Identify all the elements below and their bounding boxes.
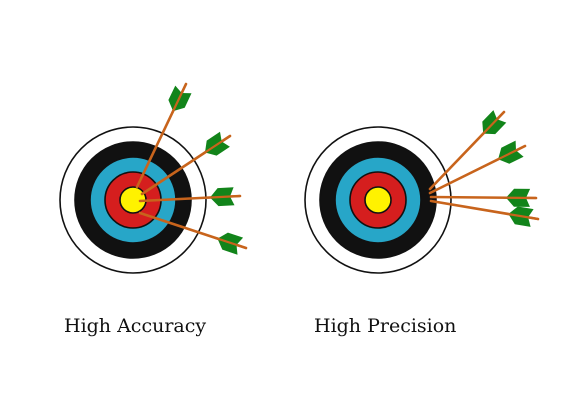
arrow-fletching [506, 188, 531, 198]
arrow-fletching [498, 140, 516, 160]
arrow-fletching [173, 93, 192, 112]
arrow-icon [429, 199, 540, 227]
caption-high-precision: High Precision [314, 315, 457, 337]
arrow-icon [135, 82, 192, 189]
target-high-precision [304, 110, 540, 274]
arrow-fletching [205, 131, 222, 153]
caption-high-accuracy: High Accuracy [64, 315, 207, 337]
arrow-fletching [506, 197, 530, 207]
arrow-icon [138, 211, 248, 255]
arrow-fletching [482, 110, 498, 134]
arrow-fletching [210, 196, 235, 207]
arrow-fletching [483, 119, 507, 135]
arrow-fletching [498, 150, 524, 164]
target-high-accuracy [59, 82, 248, 274]
bullseye [364, 186, 392, 214]
arrow-fletching [217, 232, 244, 245]
arrow-icon [429, 188, 538, 207]
arrow-icon [428, 110, 507, 191]
arrow-icon [428, 140, 527, 195]
arrow-fletching [217, 238, 238, 255]
arrow-fletching [210, 187, 234, 198]
arrow-icon [138, 187, 242, 207]
arrow-fletching [205, 141, 230, 156]
arrow-icon [140, 131, 232, 196]
arrow-fletching [168, 85, 182, 112]
